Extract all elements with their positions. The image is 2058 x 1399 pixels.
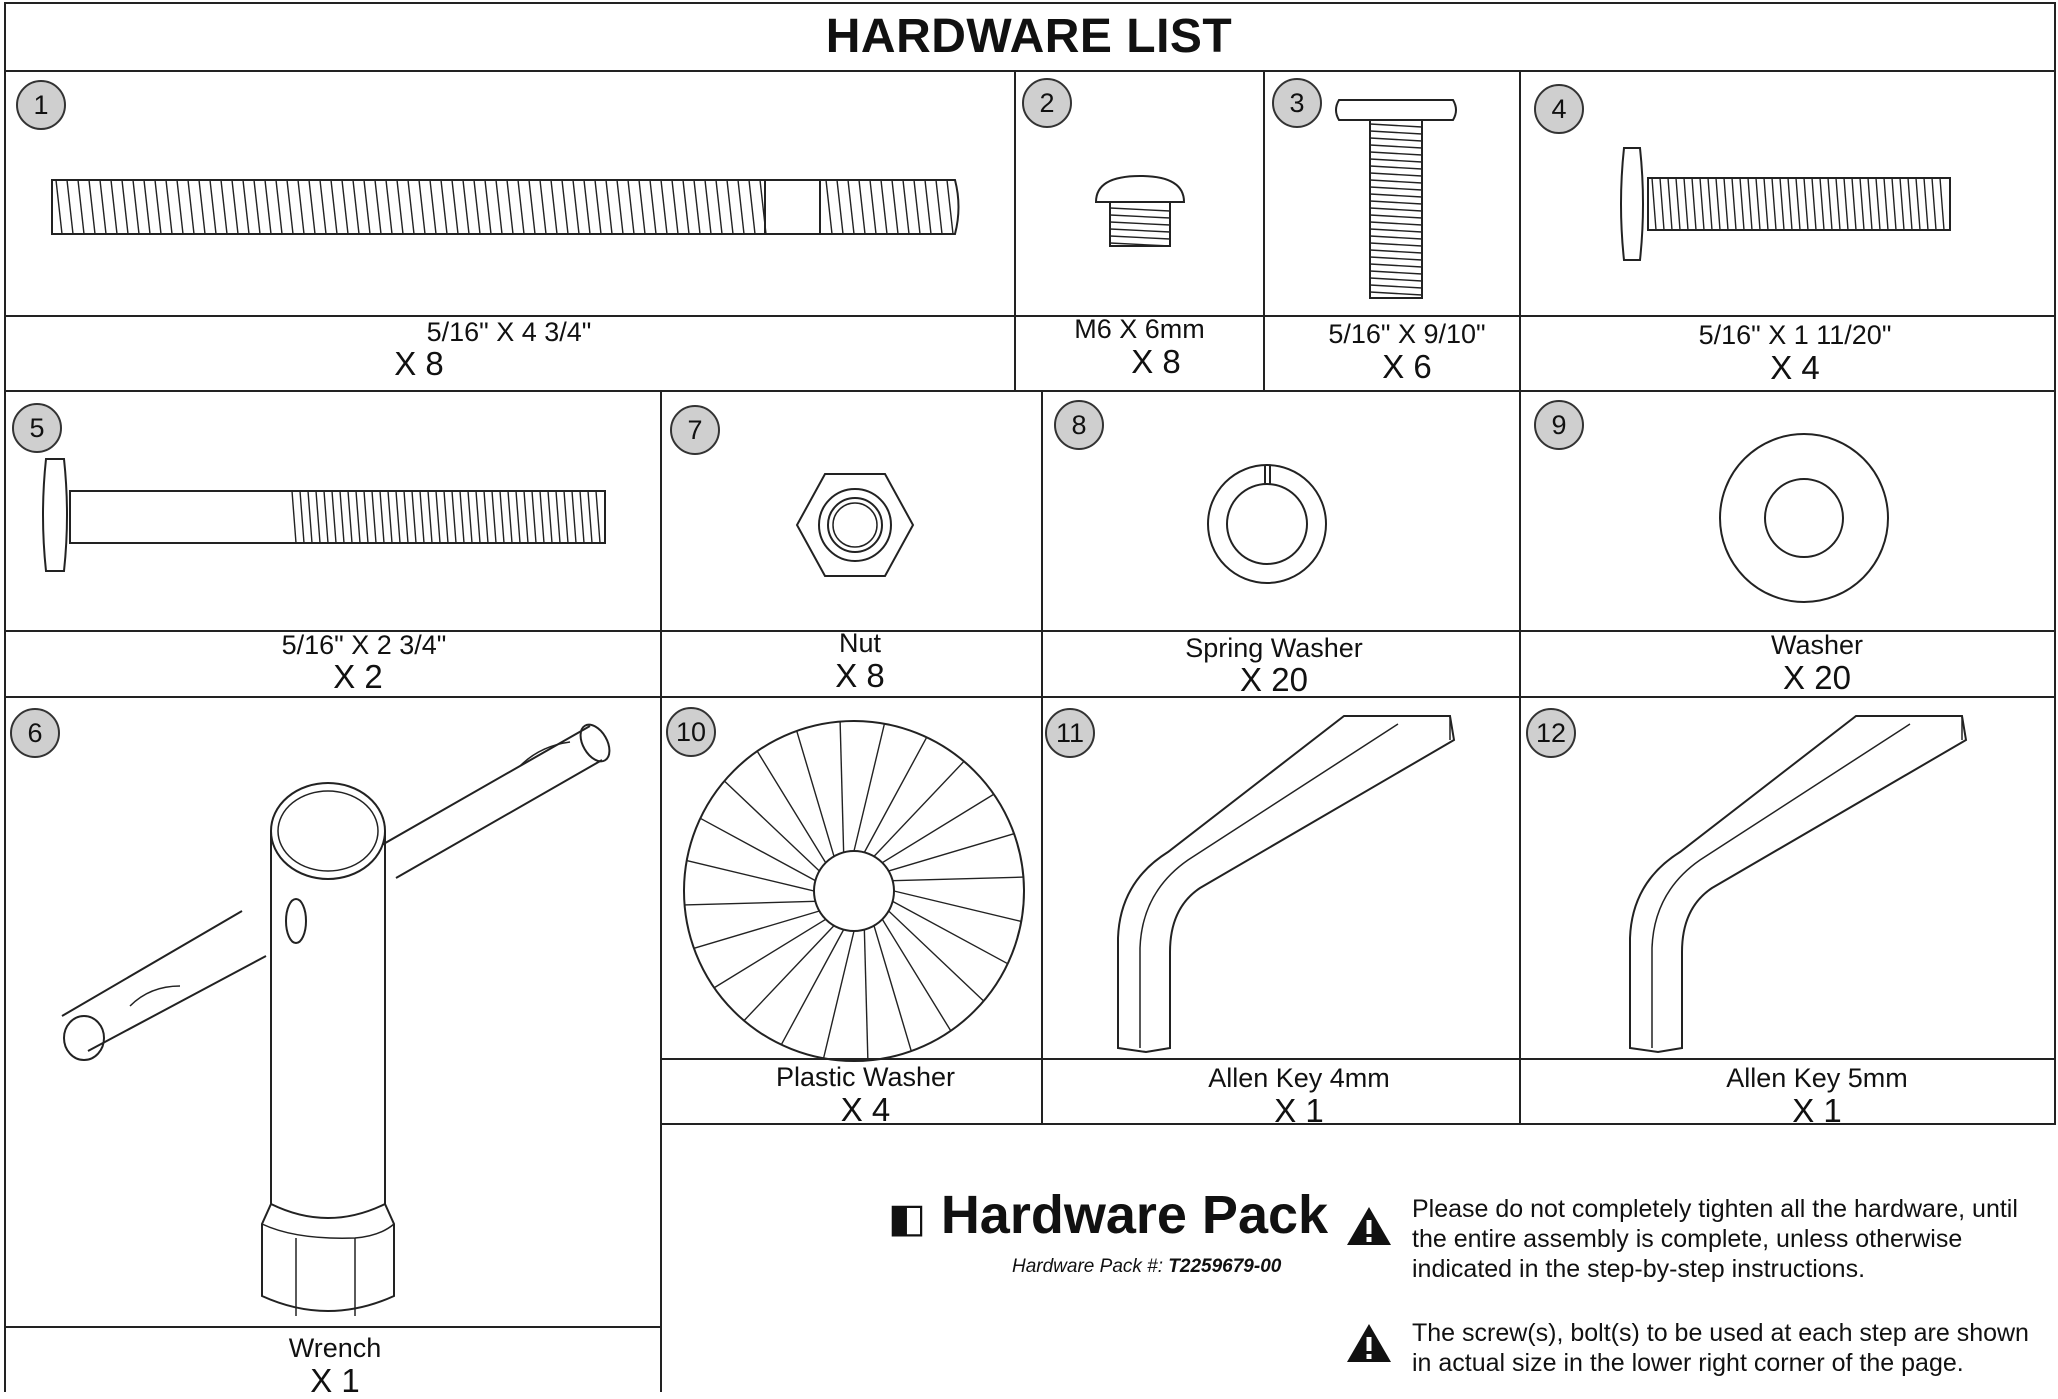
assembly-note: Please do not completely tighten all the… — [1412, 1195, 2018, 1283]
hardware-pack-number-value: T2259679-00 — [1168, 1256, 1282, 1277]
wrench-icon — [50, 716, 610, 1326]
item-quantity: X 8 — [835, 657, 885, 694]
item-quantity: X 1 — [310, 1362, 360, 1399]
item-size-label: 5/16" X 4 3/4" — [426, 317, 592, 347]
wrench-label-divider — [4, 1326, 662, 1328]
item-number-badge: 9 — [1534, 400, 1584, 450]
col-5-7 — [660, 390, 662, 1392]
bolt-icon — [1620, 144, 1955, 266]
item-quantity: X 1 — [1274, 1092, 1324, 1129]
col-2-3 — [1263, 70, 1265, 392]
col-3-4 — [1519, 70, 1521, 392]
item-number-badge: 1 — [16, 80, 66, 130]
item-size-label: Allen Key 5mm — [1726, 1063, 1908, 1093]
item-size-label: 5/16" X 9/10" — [1328, 319, 1486, 349]
item-number-badge: 10 — [666, 707, 716, 757]
item-quantity: X 4 — [1770, 349, 1820, 386]
item-quantity: X 6 — [1382, 348, 1432, 385]
washer-icon — [1718, 432, 1890, 604]
row1-bottom — [4, 390, 2056, 392]
long-bolt-icon — [50, 172, 965, 242]
col-8-9 — [1519, 390, 1521, 1125]
item-quantity: X 4 — [840, 1091, 891, 1128]
nut-icon — [795, 470, 915, 580]
row1-label-divider — [4, 315, 2056, 317]
warning-icon — [1347, 1324, 1391, 1362]
page-title: HARDWARE LIST — [825, 10, 1233, 63]
item-number-badge: 4 — [1534, 84, 1584, 134]
outer-border-top — [4, 2, 2056, 4]
bolt-icon — [1335, 96, 1465, 306]
allen-key-icon — [1098, 712, 1458, 1057]
plastic-washer-icon — [682, 719, 1027, 1064]
item-quantity: X 2 — [333, 658, 383, 695]
item-number-badge: 7 — [670, 405, 720, 455]
col-7-8 — [1041, 390, 1043, 1125]
item-number-badge: 6 — [10, 708, 60, 758]
assembly-note: The screw(s), bolt(s) to be used at each… — [1412, 1319, 2029, 1377]
short-screw-icon — [1090, 172, 1190, 252]
outer-border-right — [2054, 2, 2056, 1124]
pack-icon: ◧ — [888, 1196, 926, 1241]
item-number-badge: 2 — [1022, 78, 1072, 128]
allen-key-icon — [1610, 712, 1970, 1057]
hardware-pack-number-label: Hardware Pack #: — [1012, 1256, 1164, 1277]
col-1-2 — [1014, 70, 1016, 392]
item-size-label: 5/16" X 1 11/20" — [1698, 320, 1892, 350]
row3-label-divider — [660, 1058, 2056, 1060]
warning-icon — [1347, 1207, 1391, 1245]
item-size-label: 5/16" X 2 3/4" — [281, 630, 447, 660]
item-quantity: X 8 — [1131, 343, 1181, 380]
item-size-label: Wrench — [288, 1333, 382, 1363]
item-size-label: Washer — [1770, 630, 1864, 660]
hardware-pack-number: Hardware Pack #: T2259679-00 — [1012, 1255, 1281, 1279]
item-number-badge: 11 — [1045, 708, 1095, 758]
hardware-pack-heading: Hardware Pack — [940, 1185, 1329, 1245]
spring-washer-icon — [1205, 462, 1330, 587]
item-number-badge: 8 — [1054, 400, 1104, 450]
row3-bottom — [660, 1123, 2056, 1125]
item-quantity: X 20 — [1240, 661, 1308, 698]
hardware-pack-title: ◧ Hardware Pack — [888, 1185, 1328, 1249]
item-size-label: Allen Key 4mm — [1208, 1063, 1390, 1093]
item-size-label: Plastic Washer — [775, 1062, 956, 1092]
row2-label-divider — [4, 630, 2056, 632]
bolt-icon — [42, 455, 612, 577]
item-size-label: M6 X 6mm — [1074, 314, 1205, 344]
item-number-badge: 12 — [1526, 708, 1576, 758]
item-number-badge: 5 — [12, 403, 62, 453]
title-divider — [4, 70, 2056, 72]
row2-bottom — [4, 696, 2056, 698]
item-quantity: X 20 — [1783, 659, 1851, 696]
item-quantity: X 8 — [394, 345, 444, 382]
item-size-label: Spring Washer — [1185, 633, 1363, 663]
item-number-badge: 3 — [1272, 78, 1322, 128]
item-size-label: Nut — [838, 628, 882, 658]
item-quantity: X 1 — [1792, 1092, 1842, 1129]
